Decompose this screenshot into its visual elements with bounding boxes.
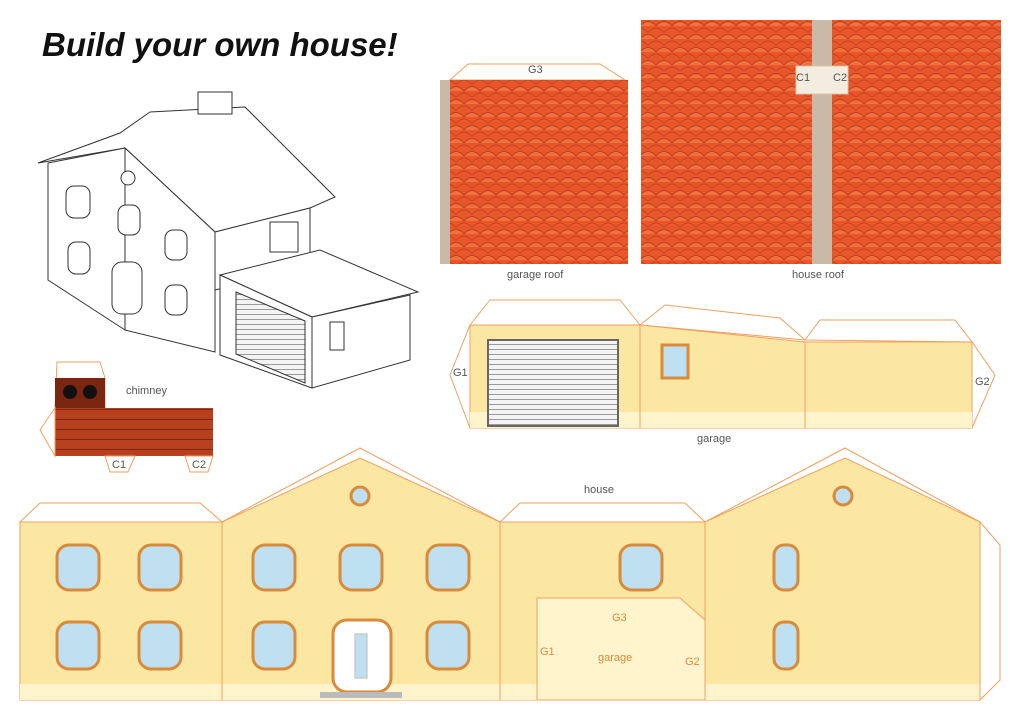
page-title: Build your own house! (42, 26, 398, 63)
garage-label: garage (697, 433, 732, 445)
c2-roof-label: C2 (833, 72, 848, 84)
g2-wall-label: G2 (685, 656, 700, 668)
chimney-piece (39, 361, 214, 473)
chimney-label: chimney (126, 385, 167, 397)
garage-roof-label: garage roof (507, 269, 564, 281)
garage-wall-piece (449, 299, 996, 429)
house-label: house (584, 484, 614, 496)
g3-wall-label: G3 (612, 612, 627, 624)
g1-wall-label: G1 (540, 646, 555, 658)
house-outline-drawing (37, 91, 420, 389)
c1-chimney-label: C1 (112, 459, 127, 471)
garage-roof-piece (440, 63, 628, 264)
garage-wall-label: garage (598, 652, 633, 664)
house-wall-piece (18, 447, 1001, 702)
house-roof-label: house roof (792, 269, 844, 281)
g3-roof-label: G3 (528, 64, 543, 76)
g2-garage-label: G2 (975, 376, 990, 388)
c1-roof-label: C1 (796, 72, 811, 84)
g1-garage-label: G1 (453, 367, 468, 379)
house-roof-piece (641, 20, 1001, 264)
c2-chimney-label: C2 (192, 459, 207, 471)
